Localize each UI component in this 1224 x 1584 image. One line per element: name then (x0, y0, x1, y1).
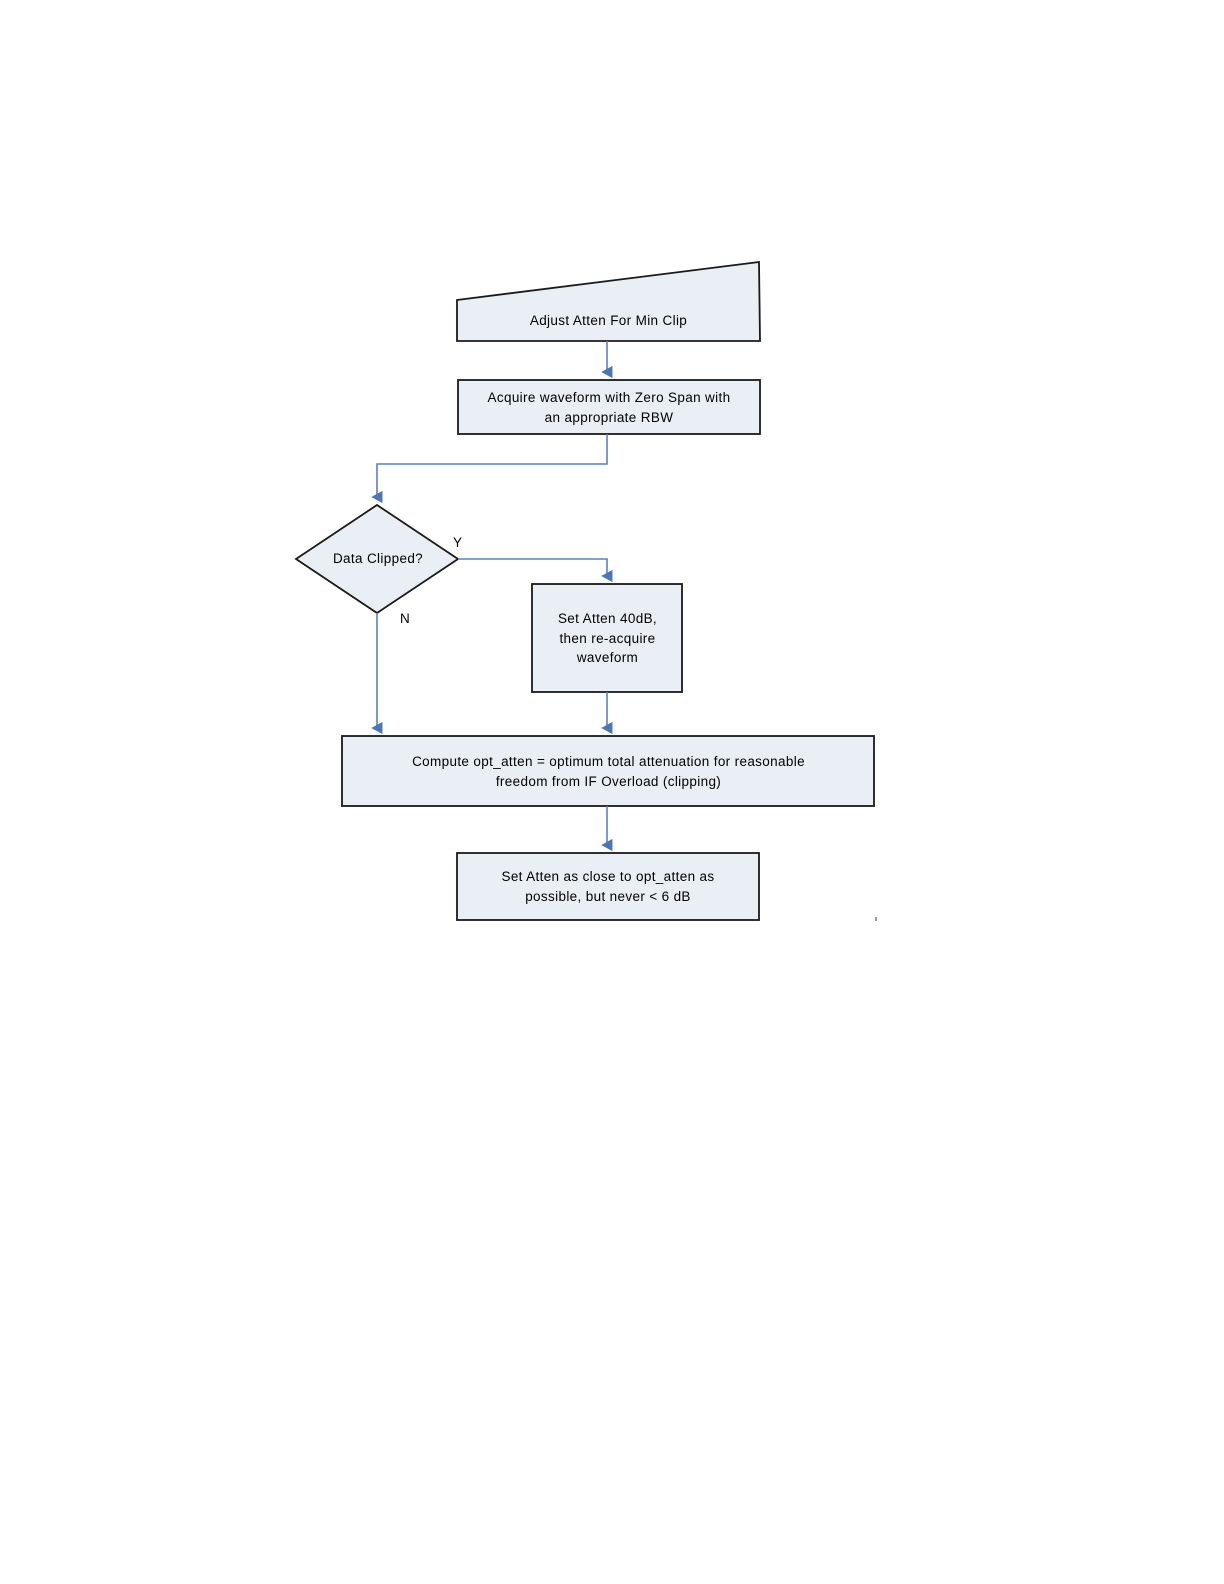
node-set-atten-shape (531, 583, 683, 693)
edge-label-yes: Y (453, 535, 463, 550)
node-start-shape (456, 260, 761, 342)
node-decision-shape (294, 503, 460, 615)
edge-label-no: N (400, 611, 410, 626)
node-acquire-shape (457, 379, 761, 435)
edge-decision-yes-to-set-atten (458, 558, 613, 583)
edge-acquire-to-decision (371, 434, 608, 504)
scan-artifact-dot (875, 917, 877, 921)
node-compute-shape (341, 735, 875, 807)
node-final-shape (456, 852, 760, 921)
